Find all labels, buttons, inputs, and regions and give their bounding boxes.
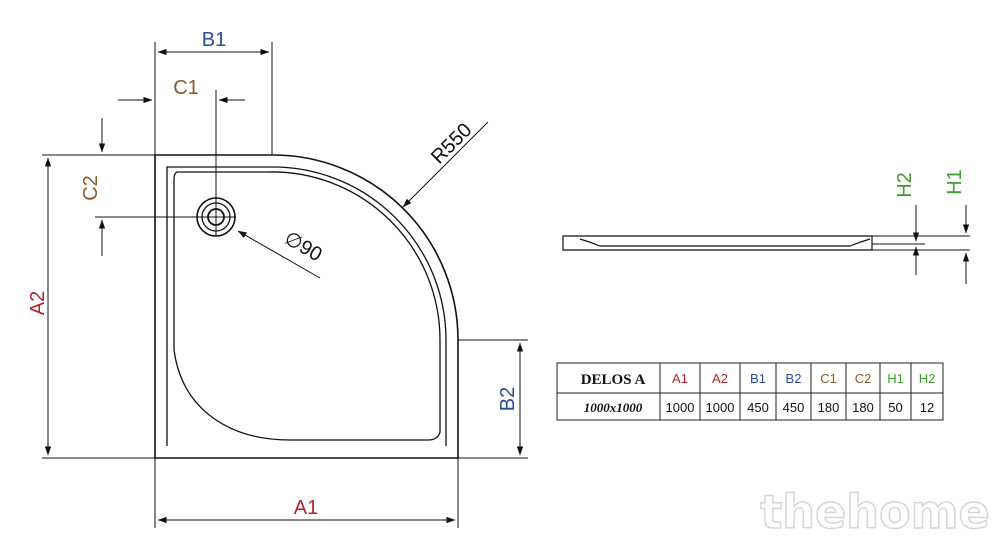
diameter-leader — [237, 230, 321, 279]
table-value-c1: 180 — [818, 400, 840, 415]
table-header-b2: B2 — [786, 371, 802, 386]
tray-profile — [562, 235, 873, 251]
label-a2: A2 — [27, 291, 49, 315]
table-value-b2: 450 — [783, 400, 805, 415]
radius-leader — [402, 121, 489, 208]
table-value-c2: 180 — [852, 400, 874, 415]
label-radius: R550 — [427, 119, 476, 168]
table-model-name: DELOS A — [581, 372, 646, 388]
table-value-b1: 450 — [747, 400, 769, 415]
tray-outline — [154, 154, 459, 459]
label-b1: B1 — [202, 29, 226, 51]
tray-profile-inner — [579, 238, 871, 247]
plan-dimension-lines — [42, 42, 528, 528]
plan-view — [154, 154, 459, 459]
watermark-logo: thehome — [760, 485, 989, 539]
side-view — [562, 205, 970, 284]
table-header-row: A1 A2 B1 B2 C1 C2 H1 H2 — [672, 371, 935, 386]
table-header-c2: C2 — [855, 371, 872, 386]
table-value-h1: 50 — [888, 400, 902, 415]
label-c1: C1 — [173, 77, 199, 99]
table-header-b1: B1 — [750, 371, 766, 386]
label-h1: H1 — [944, 169, 966, 195]
tray-basin — [173, 171, 441, 441]
label-a1: A1 — [294, 497, 318, 519]
label-drain-diameter: ∅90 — [280, 227, 325, 266]
table-size-label: 1000x1000 — [584, 400, 643, 415]
table-value-a1: 1000 — [666, 400, 695, 415]
table-value-h2: 12 — [920, 400, 934, 415]
table-header-h2: H2 — [919, 371, 936, 386]
side-dimension-labels: H2 H1 — [894, 169, 966, 198]
table-value-a2: 1000 — [706, 400, 735, 415]
table-header-a1: A1 — [672, 371, 688, 386]
label-h2: H2 — [894, 172, 916, 198]
table-value-row: 1000 1000 450 450 180 180 50 12 — [666, 400, 935, 415]
tray-rim-line — [166, 166, 447, 446]
table-header-a2: A2 — [712, 371, 728, 386]
label-c2: C2 — [80, 175, 102, 201]
table-header-c1: C1 — [820, 371, 837, 386]
table-header-h1: H1 — [887, 371, 904, 386]
label-b2: B2 — [497, 387, 519, 411]
